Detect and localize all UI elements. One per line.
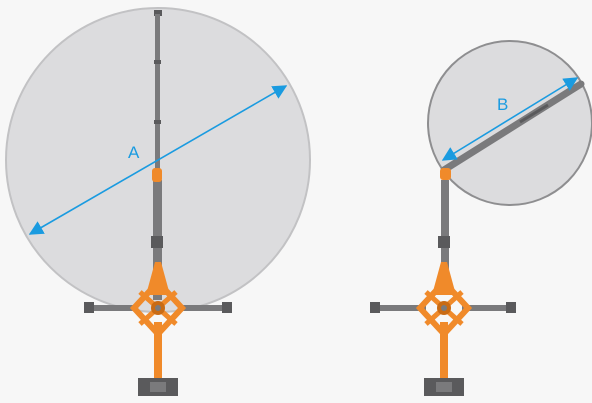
base-stand-a: [84, 262, 232, 396]
figure-b: B: [370, 40, 592, 396]
swept-circle-b: [427, 40, 592, 206]
dimension-label-a: A: [128, 143, 140, 162]
figure-a: A: [5, 7, 311, 396]
pole-b: [438, 168, 451, 295]
dimension-label-b: B: [497, 95, 508, 114]
dimension-line-a: [28, 85, 288, 235]
base-stand-b: [370, 262, 516, 396]
dimension-line-b: [441, 77, 579, 161]
